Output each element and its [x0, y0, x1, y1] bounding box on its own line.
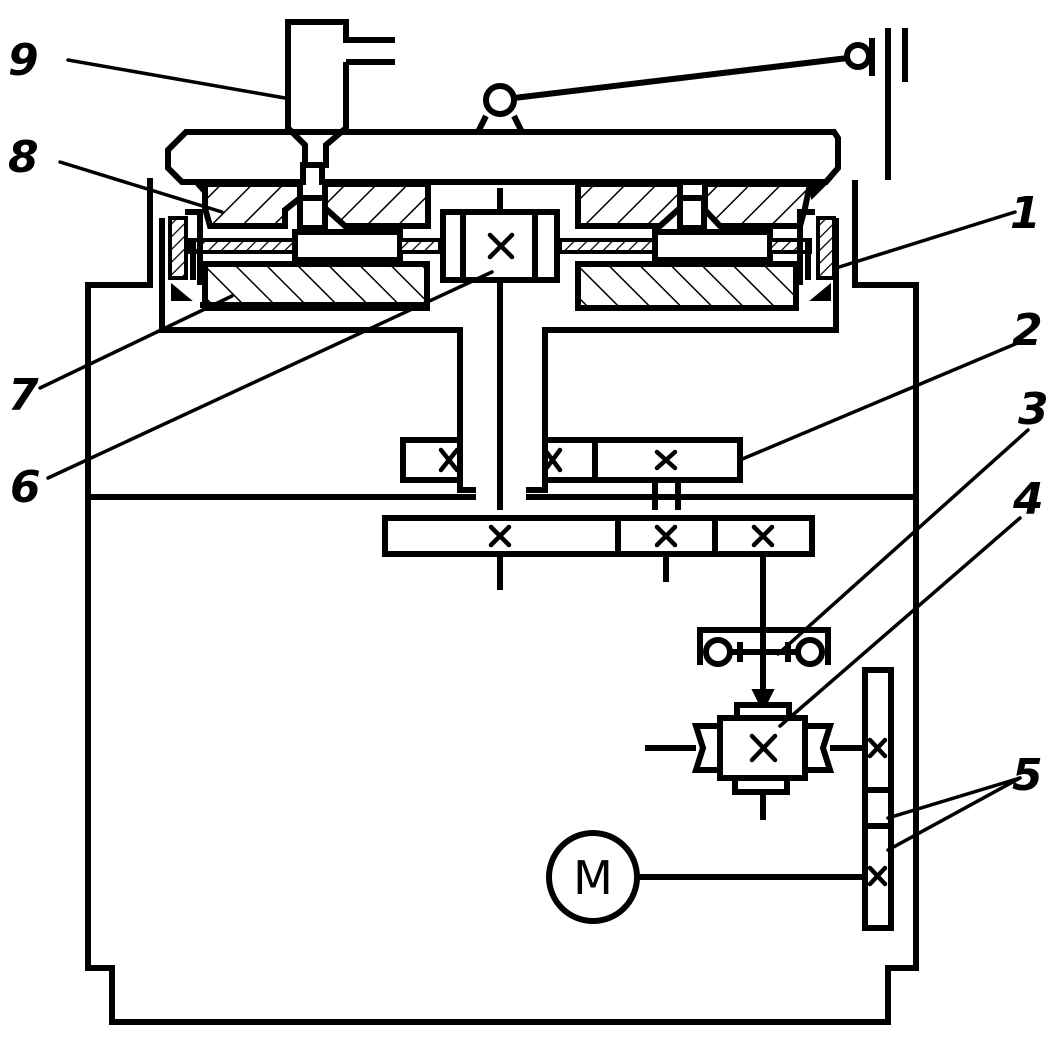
- worm-gearbox: [645, 689, 865, 820]
- callout-7: 7: [8, 370, 39, 421]
- gear-train: [382, 480, 815, 700]
- callout-8: 8: [8, 132, 39, 183]
- callout-5: 5: [1012, 750, 1043, 801]
- upper-lap-disc: [189, 179, 833, 231]
- callout-labels: 9 8 7 6 1 2 3 4 5: [8, 35, 1049, 801]
- machine-frame: [85, 178, 919, 1025]
- callout-1: 1: [1010, 188, 1041, 239]
- clutch: [697, 627, 831, 667]
- pendulum-linkage: [475, 28, 908, 180]
- leader-lines: [38, 58, 1030, 852]
- callout-2: 2: [1012, 305, 1043, 356]
- feed-nozzle: [285, 19, 395, 168]
- callout-3: 3: [1018, 384, 1049, 435]
- sun-gear: [440, 188, 560, 510]
- callout-6: 6: [10, 462, 41, 513]
- intermediate-gear-right: [542, 437, 743, 483]
- motor-label: M: [573, 851, 613, 905]
- upper-platen: [165, 129, 841, 185]
- callout-9: 9: [8, 35, 39, 86]
- lower-lap-disc: [171, 261, 831, 311]
- intermediate-gear-left: [400, 437, 463, 483]
- outer-ring-gear: [159, 209, 839, 493]
- belt-pulleys: [862, 667, 894, 931]
- motor: M: [546, 830, 865, 924]
- callout-4: 4: [1012, 474, 1044, 525]
